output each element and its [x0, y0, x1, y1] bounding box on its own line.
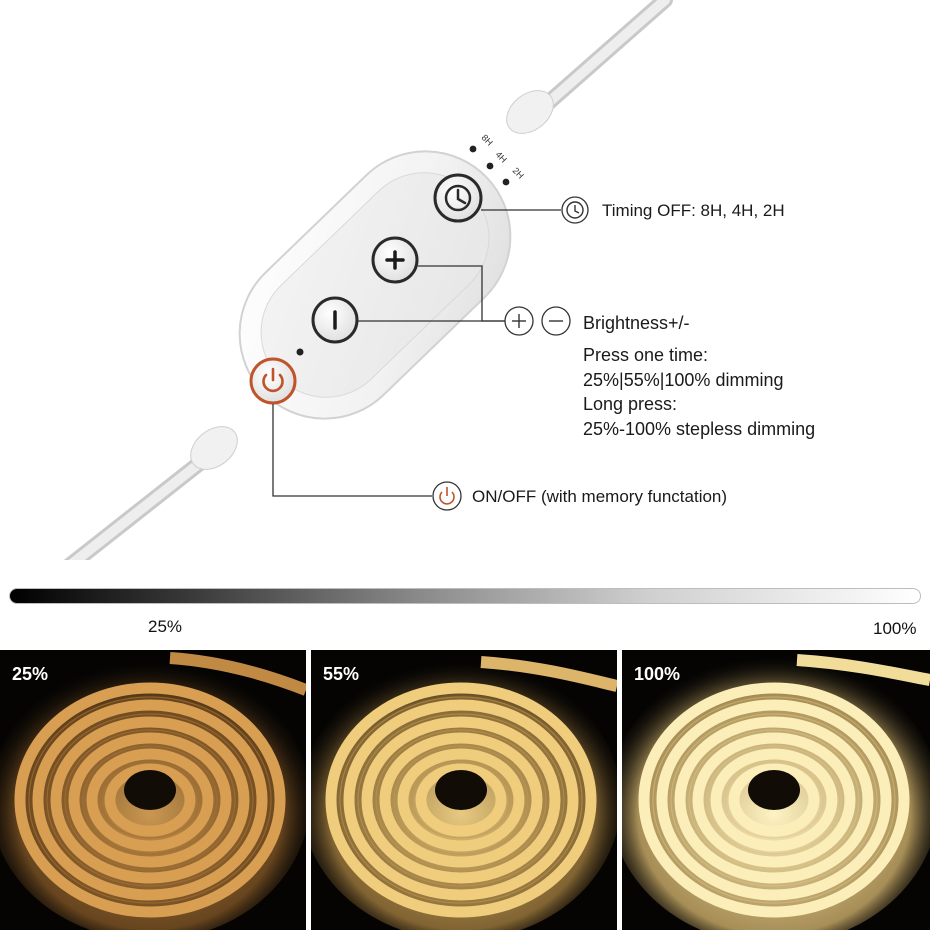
coil-image-25: [0, 652, 306, 930]
scale-max-label: 100%: [873, 619, 917, 638]
panel-100: 100%: [622, 650, 930, 930]
brightness-description: Press one time: 25%|55%|100% dimming Lon…: [583, 343, 815, 441]
power-icon: [262, 367, 284, 393]
cable-bottom: [63, 447, 218, 560]
timer-led-4h: [486, 162, 494, 170]
brightness-down-button[interactable]: [311, 296, 359, 344]
brightness-line: Long press:: [583, 394, 678, 414]
minus-callout-icon: [541, 306, 571, 336]
coil-image-55: [311, 656, 617, 930]
brightness-label: Brightness+/-: [583, 313, 690, 333]
controller-diagram: 8H 4H 2H: [63, 0, 673, 560]
power-button[interactable]: [249, 357, 297, 405]
timer-led-2h: [502, 178, 510, 186]
plus-callout-icon: [504, 306, 534, 336]
brightness-line: Press one time:: [583, 345, 709, 365]
panel-55: 55%: [311, 650, 617, 930]
panel-25: 25%: [0, 650, 306, 930]
power-label: ON/OFF (with memory functation): [472, 487, 728, 506]
timer-mark-4h: 4H: [494, 149, 509, 164]
brightness-up-button[interactable]: [371, 236, 419, 284]
cable-top: [532, 0, 673, 118]
timer-mark-2h: 2H: [511, 165, 526, 180]
strain-relief-bottom: [190, 426, 238, 470]
timing-callout-icon: [561, 196, 589, 224]
clock-icon: [444, 184, 472, 212]
indicator-dot: [296, 348, 304, 356]
timer-button[interactable]: [433, 173, 483, 223]
timer-mark-8h: 8H: [480, 132, 495, 147]
coil-image-100: [622, 654, 930, 930]
plus-icon: [385, 250, 405, 270]
panel-100-label: 100%: [634, 664, 681, 684]
panel-55-label: 55%: [323, 664, 360, 684]
leader-lines: [272, 209, 561, 497]
scale-min-label: 25%: [148, 617, 183, 636]
panel-25-label: 25%: [12, 664, 49, 684]
brightness-gradient-bar: [9, 588, 921, 604]
strain-relief-top: [506, 90, 554, 134]
timing-label: Timing OFF: 8H, 4H, 2H: [602, 201, 785, 220]
timer-led-8h: [469, 145, 477, 153]
brightness-line: 25%|55%|100% dimming: [583, 369, 784, 390]
brightness-line: 25%-100% stepless dimming: [583, 418, 816, 439]
power-callout-icon: [432, 481, 462, 511]
